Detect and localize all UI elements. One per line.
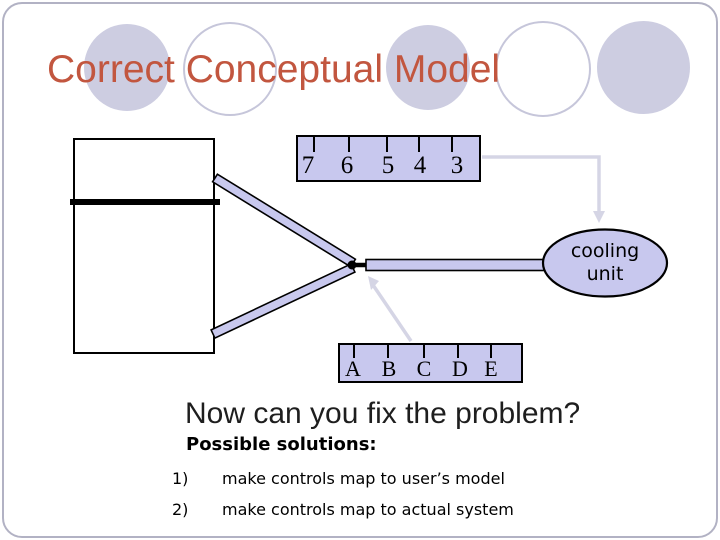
tick-mark bbox=[490, 345, 492, 358]
temp-scale-label: 6 bbox=[340, 152, 354, 179]
tick-mark bbox=[423, 345, 425, 358]
tick-mark bbox=[348, 137, 350, 152]
cooling-unit-label: cooling unit bbox=[542, 229, 668, 297]
freezer-divider-line bbox=[70, 199, 220, 205]
deco-circle-outline bbox=[183, 22, 277, 116]
elbow-arrowhead bbox=[593, 211, 605, 223]
temp-scale-label: 4 bbox=[413, 152, 427, 179]
deco-circle-filled bbox=[386, 25, 470, 110]
panel-junction-arrow bbox=[371, 284, 413, 342]
tick-mark bbox=[451, 137, 453, 152]
tick-mark bbox=[418, 137, 420, 152]
solution-number: 1) bbox=[172, 469, 189, 488]
bottom-supply-bar bbox=[210, 262, 356, 340]
page-title: Correct Conceptual Model bbox=[47, 48, 501, 91]
tick-mark bbox=[313, 137, 315, 152]
letter-scale-label: C bbox=[416, 356, 432, 381]
solutions-heading: Possible solutions: bbox=[186, 434, 377, 455]
deco-circle-outline bbox=[495, 21, 591, 117]
top-supply-bar bbox=[211, 173, 357, 268]
solution-text: make controls map to user’s model bbox=[222, 469, 505, 488]
refrigerator-outline bbox=[73, 138, 215, 354]
letter-scale-label: B bbox=[381, 356, 397, 381]
solution-text: make controls map to actual system bbox=[222, 500, 514, 519]
solution-number: 2) bbox=[172, 500, 189, 519]
question-text: Now can you fix the problem? bbox=[185, 397, 581, 430]
temp-scale-label: 5 bbox=[381, 152, 395, 179]
cooling-pipe bbox=[365, 258, 549, 272]
cooling-unit-label-line2: unit bbox=[586, 263, 624, 285]
tick-mark bbox=[387, 345, 389, 358]
elbow-connector-arrow bbox=[482, 155, 601, 213]
deco-circle-filled bbox=[597, 21, 690, 114]
deco-circle-filled bbox=[84, 24, 170, 111]
tick-mark bbox=[457, 345, 459, 358]
letter-scale-label: D bbox=[452, 356, 468, 381]
letter-scale-label: E bbox=[484, 356, 498, 381]
tick-mark bbox=[386, 137, 388, 152]
junction-dot bbox=[347, 260, 357, 270]
cooling-unit-label-line1: cooling bbox=[570, 240, 640, 263]
letter-control-panel: A B C D E bbox=[338, 343, 523, 383]
temp-scale-label: 7 bbox=[301, 152, 315, 179]
panel-junction-arrowhead bbox=[368, 276, 379, 290]
temp-scale-label: 3 bbox=[450, 152, 464, 179]
temperature-control-panel: 7 6 5 4 3 bbox=[296, 135, 481, 182]
solution-item: 2) make controls map to actual system bbox=[172, 500, 514, 519]
letter-scale-label: A bbox=[345, 356, 361, 381]
solution-item: 1) make controls map to user’s model bbox=[172, 469, 505, 488]
tick-mark bbox=[353, 345, 355, 358]
